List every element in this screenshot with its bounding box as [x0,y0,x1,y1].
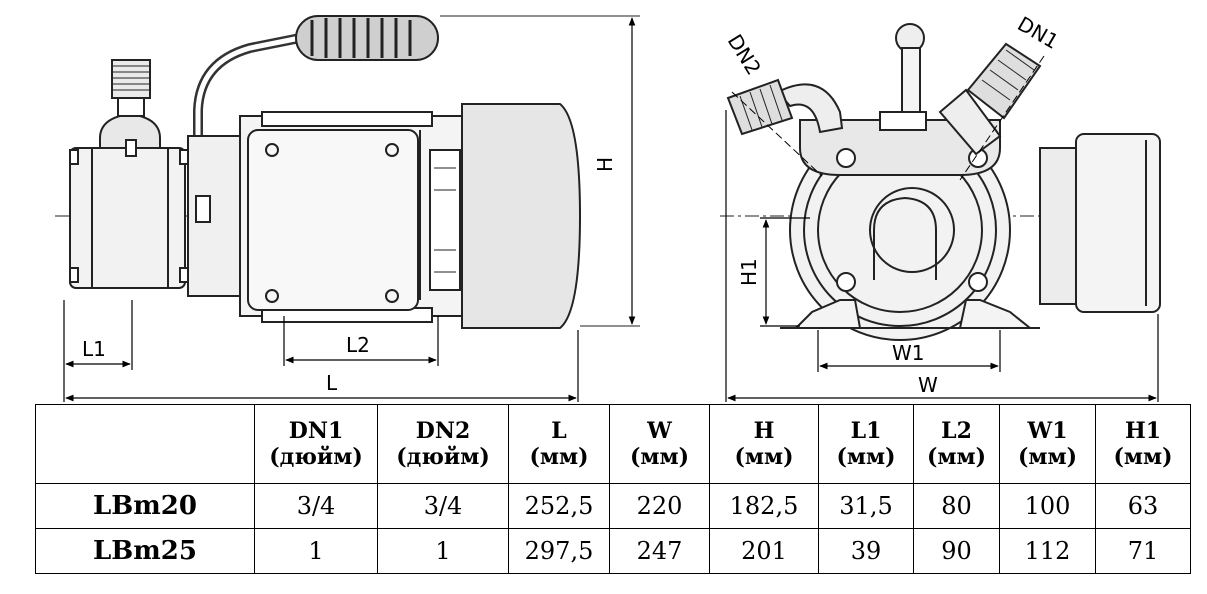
table-cell: 247 [609,528,710,574]
table-cell: 182,5 [709,483,819,529]
dim-label-L: L [326,371,338,395]
front-view [720,23,1161,341]
table-cell: 1 [254,528,378,574]
dim-label-H1: H1 [737,258,761,286]
col-header: H1(мм) [1095,404,1191,484]
col-unit: (мм) [1113,444,1173,470]
table-cell: 112 [999,528,1096,574]
front-view-dimensions [725,55,1159,402]
table-cell: 100 [999,483,1096,529]
foot-right [958,299,1033,329]
table-cell: 3/4 [254,483,378,529]
col-unit: (мм) [529,444,589,470]
table-row: LBm20 3/4 3/4 252,5 220 182,5 31,5 80 10… [35,483,1191,529]
foot-left [793,299,862,329]
col-unit: (мм) [629,444,690,470]
bolt-tl [836,148,856,168]
col-header: W(мм) [609,404,710,484]
table-cell: 71 [1095,528,1191,574]
outlet-fitting [99,59,161,157]
table-row: LBm25 1 1 297,5 247 201 39 90 112 71 [35,528,1191,574]
col-header: L(мм) [508,404,610,484]
table-cell: 252,5 [508,483,610,529]
spec-table: DN1(дюйм) DN2(дюйм) L(мм) W(мм) H(мм) L1… [35,404,1191,574]
col-name: W1 [1027,418,1068,444]
header-row: DN1(дюйм) DN2(дюйм) L(мм) W(мм) H(мм) L1… [35,404,1191,484]
table-cell: 80 [913,483,1000,529]
table-cell: 220 [609,483,710,529]
bolt-br [968,272,988,292]
dn2-elbow [726,78,844,136]
pump-head [69,147,191,289]
col-header: DN2(дюйм) [377,404,509,484]
col-name: DN2 [415,418,471,444]
dim-label-H: H [593,157,617,172]
col-unit: (мм) [734,444,794,470]
dim-label-W: W [918,373,938,397]
terminal-box-front [1075,133,1161,313]
col-unit: (мм) [1017,444,1078,470]
col-header: L1(мм) [818,404,914,484]
col-name: H [753,418,775,444]
table-cell: 90 [913,528,1000,574]
col-name: L1 [850,418,882,444]
table-cell: 3/4 [377,483,509,529]
col-header: H(мм) [709,404,819,484]
col-unit: (дюйм) [396,444,490,470]
motor-bracket [187,135,241,297]
terminal-box [247,129,419,311]
pump-drawings: L1 L2 L H [55,12,1161,402]
col-unit: (мм) [926,444,987,470]
side-view [55,15,640,329]
model-name: LBm20 [35,483,255,529]
dim-label-W1: W1 [892,341,925,365]
col-name: W [647,418,672,444]
corner-cell [35,404,255,484]
dim-label-DN2: DN2 [723,30,766,79]
col-name: DN1 [288,418,344,444]
carry-handle [193,15,439,148]
top-knob [895,23,925,115]
table-cell: 31,5 [818,483,914,529]
col-header: L2(мм) [913,404,1000,484]
table-cell: 63 [1095,483,1191,529]
col-header: W1(мм) [999,404,1096,484]
col-unit: (дюйм) [269,444,363,470]
table-cell: 297,5 [508,528,610,574]
model-name: LBm25 [35,528,255,574]
bolt-bl [836,272,856,292]
table-cell: 201 [709,528,819,574]
motor-end-cover [461,103,582,329]
terminal-box-side [1039,147,1079,305]
table-cell: 1 [377,528,509,574]
dim-label-DN1: DN1 [1014,12,1063,54]
dim-label-L1: L1 [82,337,106,361]
side-view-dimensions [63,17,636,402]
table-cell: 39 [818,528,914,574]
col-unit: (мм) [836,444,896,470]
col-name: L [551,418,567,444]
col-name: L2 [941,418,972,444]
col-header: DN1(дюйм) [254,404,378,484]
dn1-spout [938,42,1042,156]
dim-label-L2: L2 [346,333,370,357]
col-name: H1 [1124,418,1162,444]
